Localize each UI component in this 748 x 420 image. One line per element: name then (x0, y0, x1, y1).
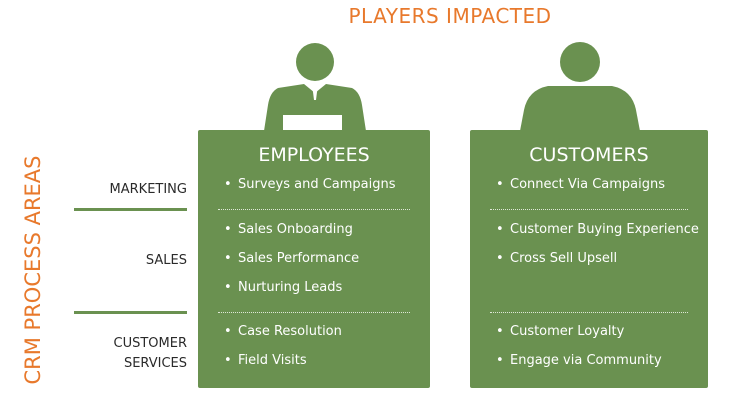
divider (490, 312, 688, 313)
list-item: Case Resolution (224, 324, 342, 339)
list-item: Cross Sell Upsell (496, 251, 617, 266)
list-item: Customer Buying Experience (496, 222, 699, 237)
customers-panel: CUSTOMERS Connect Via Campaigns Customer… (470, 130, 708, 388)
list-item: Connect Via Campaigns (496, 177, 665, 192)
area-sales: SALES (145, 253, 187, 268)
list-item: Sales Performance (224, 251, 359, 266)
list-item: Engage via Community (496, 353, 662, 368)
customers-heading: CUSTOMERS (529, 144, 649, 166)
area-customer-services: CUSTOMER SERVICES (113, 336, 187, 371)
employees-heading: EMPLOYEES (258, 144, 370, 166)
crm-process-areas-title: CRM PROCESS AREAS (21, 155, 45, 385)
list-item: Nurturing Leads (224, 280, 342, 295)
players-impacted-title: PLAYERS IMPACTED (348, 4, 552, 28)
divider (74, 208, 187, 211)
list-item: Field Visits (224, 353, 307, 368)
area-marketing: MARKETING (109, 182, 187, 197)
employee-icon (264, 43, 366, 131)
divider (74, 311, 187, 314)
list-item: Sales Onboarding (224, 222, 353, 237)
divider (490, 209, 688, 210)
customer-icon (520, 42, 640, 131)
employees-panel: EMPLOYEES Surveys and Campaigns Sales On… (198, 130, 430, 388)
divider (218, 209, 410, 210)
divider (218, 312, 410, 313)
list-item: Surveys and Campaigns (224, 177, 395, 192)
list-item: Customer Loyalty (496, 324, 624, 339)
